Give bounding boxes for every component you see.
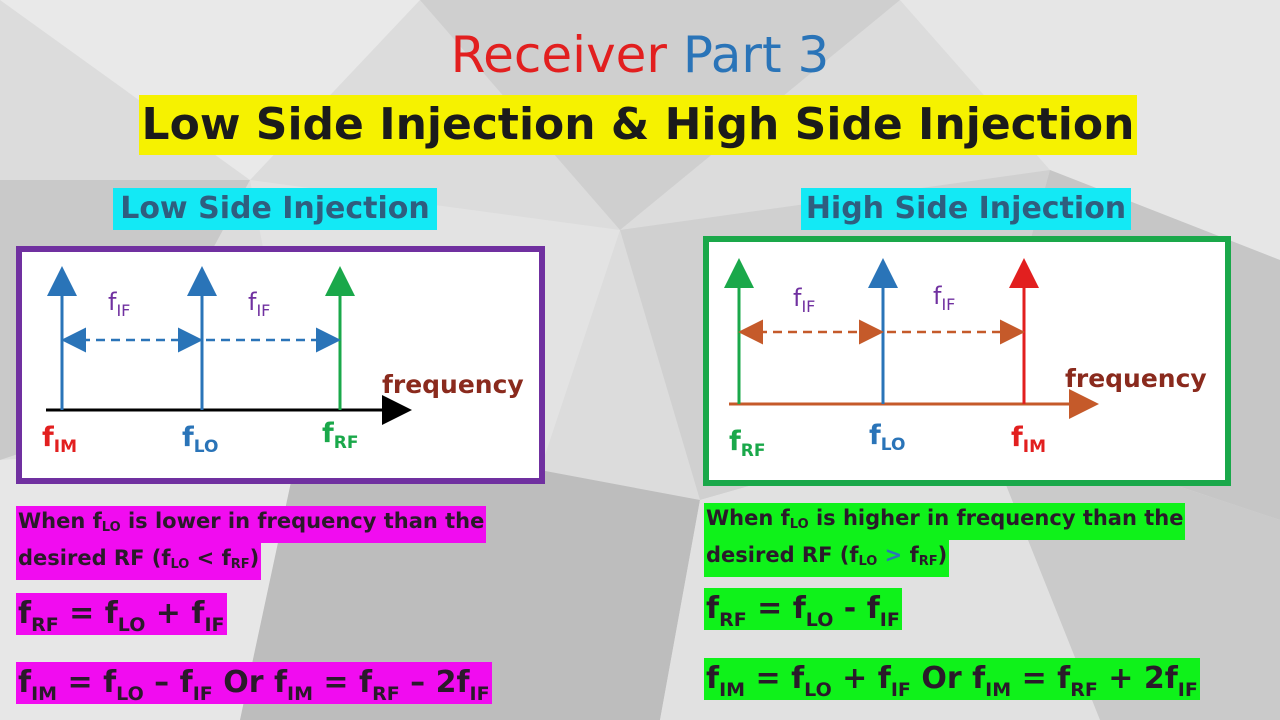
marker-im: fIM xyxy=(42,422,77,457)
if-label-2: fIF xyxy=(933,282,956,314)
condition-line-1: When fLO is lower in frequency than the xyxy=(16,506,487,543)
marker-lo: fLO xyxy=(869,420,906,455)
low-side-condition: When fLO is lower in frequency than the … xyxy=(16,506,487,580)
frequency-axis-label: frequency xyxy=(1065,364,1207,393)
high-side-diagram: fIF fIF frequency fRF fLO fIM xyxy=(703,236,1231,486)
marker-lo: fLO xyxy=(182,422,219,457)
marker-im: fIM xyxy=(1011,422,1046,457)
page-title: Receiver Part 3 xyxy=(0,22,1280,88)
condition-line-2: desired RF (fLO < fRF) xyxy=(16,543,262,580)
condition-line-1: When fLO is higher in frequency than the xyxy=(704,503,1186,540)
page-subtitle: Low Side Injection & High Side Injection xyxy=(139,95,1137,155)
title-part1: Receiver xyxy=(450,26,667,84)
title-part2: Part 3 xyxy=(682,26,830,84)
high-side-diagram-svg xyxy=(724,258,1099,419)
if-label-1: fIF xyxy=(793,284,816,316)
if-label-1: fIF xyxy=(108,288,131,320)
heading-high-side: High Side Injection xyxy=(801,188,1131,230)
marker-rf: fRF xyxy=(322,418,359,453)
condition-line-2: desired RF (fLO > fRF) xyxy=(704,540,950,577)
marker-rf: fRF xyxy=(729,426,766,461)
high-side-rf-equation: fRF = fLO - fIF xyxy=(704,588,902,631)
low-side-im-equation: fIM = fLO – fIF Or fIM = fRF – 2fIF xyxy=(16,662,492,705)
high-side-im-equation: fIM = fLO + fIF Or fIM = fRF + 2fIF xyxy=(704,658,1200,701)
low-side-diagram: fIF fIF frequency fIM fLO fRF xyxy=(16,246,545,484)
high-side-condition: When fLO is higher in frequency than the… xyxy=(704,503,1186,577)
if-label-2: fIF xyxy=(248,288,271,320)
heading-low-side: Low Side Injection xyxy=(113,188,437,230)
low-side-rf-equation: fRF = fLO + fIF xyxy=(16,593,227,636)
frequency-axis-label: frequency xyxy=(382,370,524,399)
low-side-diagram-svg xyxy=(46,266,412,425)
